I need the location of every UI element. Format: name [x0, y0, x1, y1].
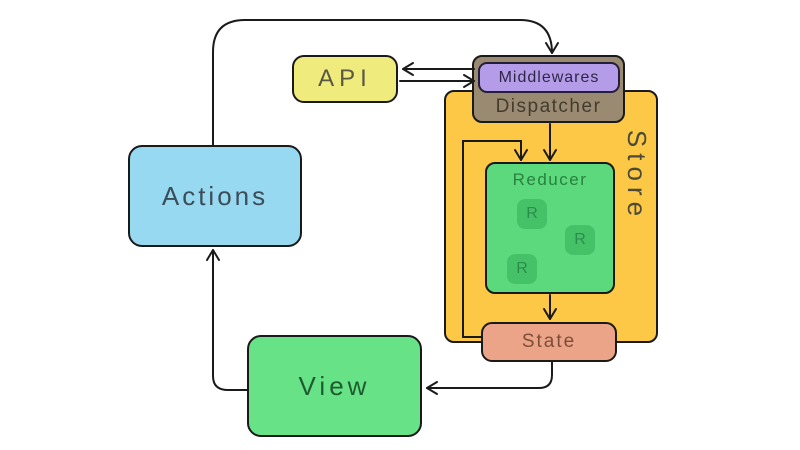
- node-middlewares: Middlewares: [478, 62, 620, 93]
- node-actions-label: Actions: [161, 180, 269, 211]
- node-api: API: [292, 55, 398, 103]
- node-view-label: View: [298, 370, 371, 401]
- edge-state-to-view: [426, 361, 553, 395]
- node-store-label: Store: [622, 129, 653, 223]
- node-api-label: API: [318, 65, 372, 92]
- reducer-item: R: [507, 254, 537, 284]
- reducer-item: R: [517, 199, 547, 229]
- node-reducer-label: Reducer: [512, 170, 588, 189]
- node-middlewares-label: Middlewares: [498, 68, 600, 86]
- edge-view-to-actions: [206, 249, 248, 391]
- node-actions: Actions: [128, 145, 302, 247]
- node-reducer: Reducer R R R: [485, 162, 615, 294]
- reducer-item: R: [565, 225, 595, 255]
- node-view: View: [247, 335, 422, 437]
- node-state-label: State: [521, 331, 577, 352]
- node-dispatcher-label: Dispatcher: [495, 96, 602, 117]
- node-state: State: [481, 322, 617, 362]
